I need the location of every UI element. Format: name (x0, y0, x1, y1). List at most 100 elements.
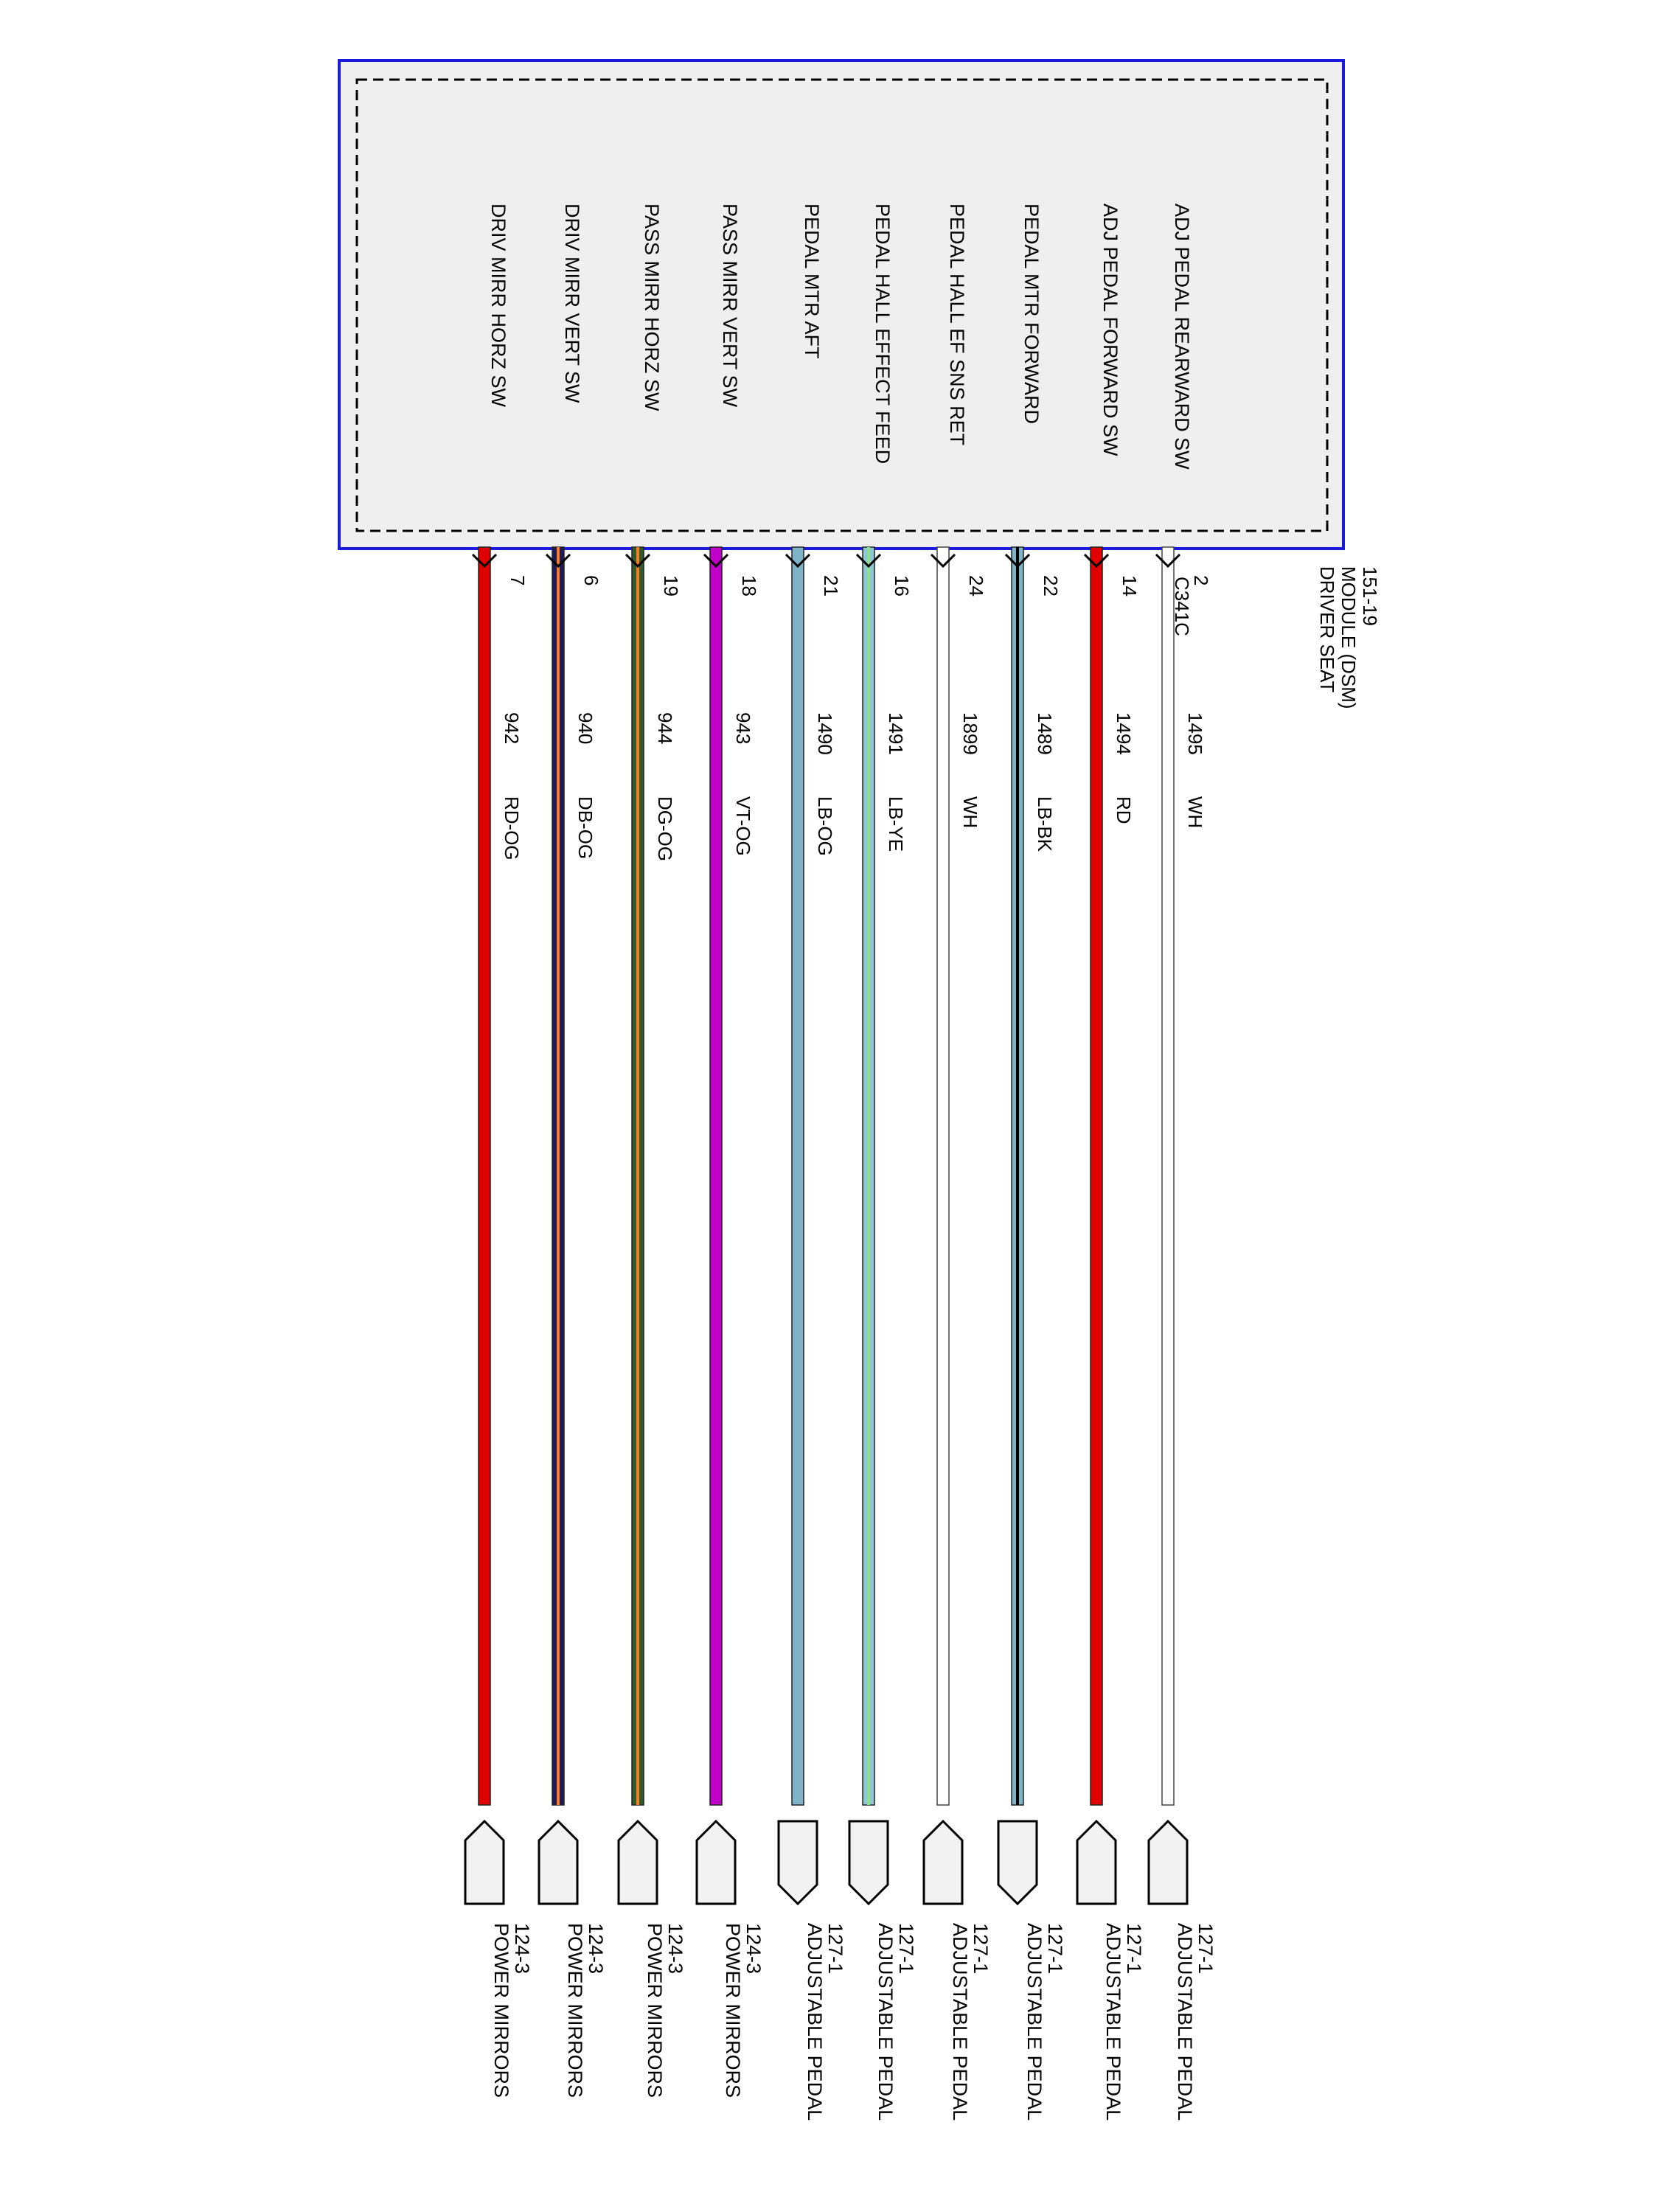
pin-arrow (703, 553, 729, 568)
wire-color-code: RD (1113, 796, 1135, 824)
module-inner-dashed (355, 78, 1329, 532)
destination-line-2: 127-1 (1044, 1923, 1066, 1974)
wire-color-code: VT-OG (732, 796, 754, 856)
circuit-number: 1489 (1034, 712, 1056, 755)
circuit-number: 940 (574, 712, 597, 744)
pin-number: 18 (738, 575, 760, 597)
pin-label: PEDAL MTR FORWARD (1020, 204, 1043, 424)
pin-label: PEDAL HALL EF SNS RET (946, 204, 968, 445)
wire-line (478, 546, 491, 1806)
destination-label: ADJUSTABLE PEDAL127-1 (1102, 1923, 1145, 2121)
pin-arrow (1083, 553, 1110, 568)
pin-arrow (930, 553, 956, 568)
circuit-number: 944 (654, 712, 676, 744)
module-box (338, 59, 1345, 550)
pin-arrow (625, 553, 651, 568)
destination-line-1: POWER MIRRORS (644, 1923, 666, 2098)
pin-number: 6 (580, 575, 602, 585)
pin-number: 24 (965, 575, 987, 597)
wire-color-code: LB-BK (1034, 796, 1056, 852)
wire-color-code: WH (1184, 796, 1206, 828)
wire-color-code: RD-OG (501, 796, 523, 860)
pin-number: 19 (660, 575, 682, 597)
destination-label: ADJUSTABLE PEDAL127-1 (949, 1923, 992, 2121)
wire-tracer (557, 547, 560, 1805)
destination-line-1: ADJUSTABLE PEDAL (949, 1923, 971, 2121)
module-title-line-2: MODULE (DSM) (1338, 566, 1360, 709)
circuit-number: 1494 (1113, 712, 1135, 755)
pin-label: PASS MIRR HORZ SW (641, 204, 663, 411)
pin-number: 7 (507, 575, 529, 585)
pin-label: PEDAL MTR AFT (801, 204, 823, 359)
destination-label: ADJUSTABLE PEDAL127-1 (874, 1923, 917, 2121)
destination-line-2: 124-3 (742, 1923, 765, 1974)
wire-line (1090, 546, 1103, 1806)
connector-pentagon-icon (538, 1819, 579, 1905)
pin-label: ADJ PEDAL FORWARD SW (1099, 204, 1121, 456)
pin-arrow (855, 553, 882, 568)
connector-arrow-icon (848, 1820, 889, 1906)
wire-1490: ADJUSTABLE PEDAL127-1 (777, 546, 846, 2121)
connector-arrow-icon (777, 1820, 818, 1906)
circuit-number: 1490 (814, 712, 836, 755)
pin-arrow (545, 553, 571, 568)
wire-line (709, 546, 723, 1806)
wire-1494: ADJUSTABLE PEDAL127-1 (1076, 546, 1145, 2121)
pin-number: 2 (1190, 575, 1212, 585)
wire-color-code: DG-OG (654, 796, 676, 861)
connector-pentagon-icon (617, 1819, 658, 1905)
destination-line-1: ADJUSTABLE PEDAL (1023, 1923, 1046, 2121)
wire-1489: ADJUSTABLE PEDAL127-1 (997, 546, 1066, 2121)
destination-line-2: 127-1 (895, 1923, 917, 1974)
destination-label: ADJUSTABLE PEDAL127-1 (804, 1923, 846, 2121)
module-title-line-1: DRIVER SEAT (1316, 566, 1338, 693)
destination-label: POWER MIRRORS124-3 (564, 1923, 607, 2098)
wire-line (1161, 546, 1175, 1806)
wire-tracer (636, 547, 639, 1805)
pin-label: ADJ PEDAL REARWARD SW (1171, 204, 1193, 470)
wire-943: POWER MIRRORS124-3 (695, 546, 765, 2098)
pin-label: PEDAL HALL EFFECT FEED (872, 204, 894, 464)
destination-line-2: 127-1 (824, 1923, 846, 1974)
wire-tracer (867, 547, 870, 1805)
pin-number: 22 (1040, 575, 1062, 597)
connector-pentagon-icon (464, 1819, 505, 1905)
wire-940: POWER MIRRORS124-3 (538, 546, 607, 2098)
wire-color-code: DB-OG (574, 796, 597, 859)
pin-label: PASS MIRR VERT SW (719, 204, 741, 408)
pin-label: DRIV MIRR HORZ SW (487, 204, 509, 408)
connector-pentagon-icon (1076, 1819, 1117, 1905)
destination-label: POWER MIRRORS124-3 (490, 1923, 533, 2098)
module-title-line-3: 151-19 (1359, 566, 1381, 626)
wire-color-code: LB-OG (814, 796, 836, 856)
destination-line-2: 124-3 (511, 1923, 533, 1974)
connector-pentagon-icon (1147, 1819, 1189, 1905)
pin-arrow (1155, 553, 1181, 568)
pin-number: 14 (1119, 575, 1141, 597)
wire-1495: ADJUSTABLE PEDAL127-1 (1147, 546, 1217, 2121)
wire-line (936, 546, 950, 1806)
destination-label: POWER MIRRORS124-3 (722, 1923, 765, 2098)
destination-line-1: POWER MIRRORS (564, 1923, 586, 2098)
pin-label: DRIV MIRR VERT SW (561, 204, 583, 403)
pin-arrow (471, 553, 498, 568)
circuit-number: 943 (732, 712, 754, 744)
connector-pentagon-icon (922, 1819, 964, 1905)
connector-pentagon-icon (695, 1819, 737, 1905)
module-title: DRIVER SEAT MODULE (DSM) 151-19 (1316, 566, 1381, 714)
wire-tracer (1016, 547, 1019, 1805)
pin-number: 16 (891, 575, 913, 597)
destination-line-2: 124-3 (585, 1923, 607, 1974)
destination-label: ADJUSTABLE PEDAL127-1 (1174, 1923, 1217, 2121)
circuit-number: 1899 (959, 712, 981, 755)
circuit-number: 1495 (1184, 712, 1206, 755)
destination-line-1: POWER MIRRORS (722, 1923, 744, 2098)
destination-line-1: ADJUSTABLE PEDAL (874, 1923, 897, 2121)
pin-arrow (1004, 553, 1031, 568)
wire-1491: ADJUSTABLE PEDAL127-1 (848, 546, 917, 2121)
destination-line-1: ADJUSTABLE PEDAL (1102, 1923, 1124, 2121)
wire-944: POWER MIRRORS124-3 (617, 546, 686, 2098)
destination-line-1: ADJUSTABLE PEDAL (804, 1923, 826, 2121)
